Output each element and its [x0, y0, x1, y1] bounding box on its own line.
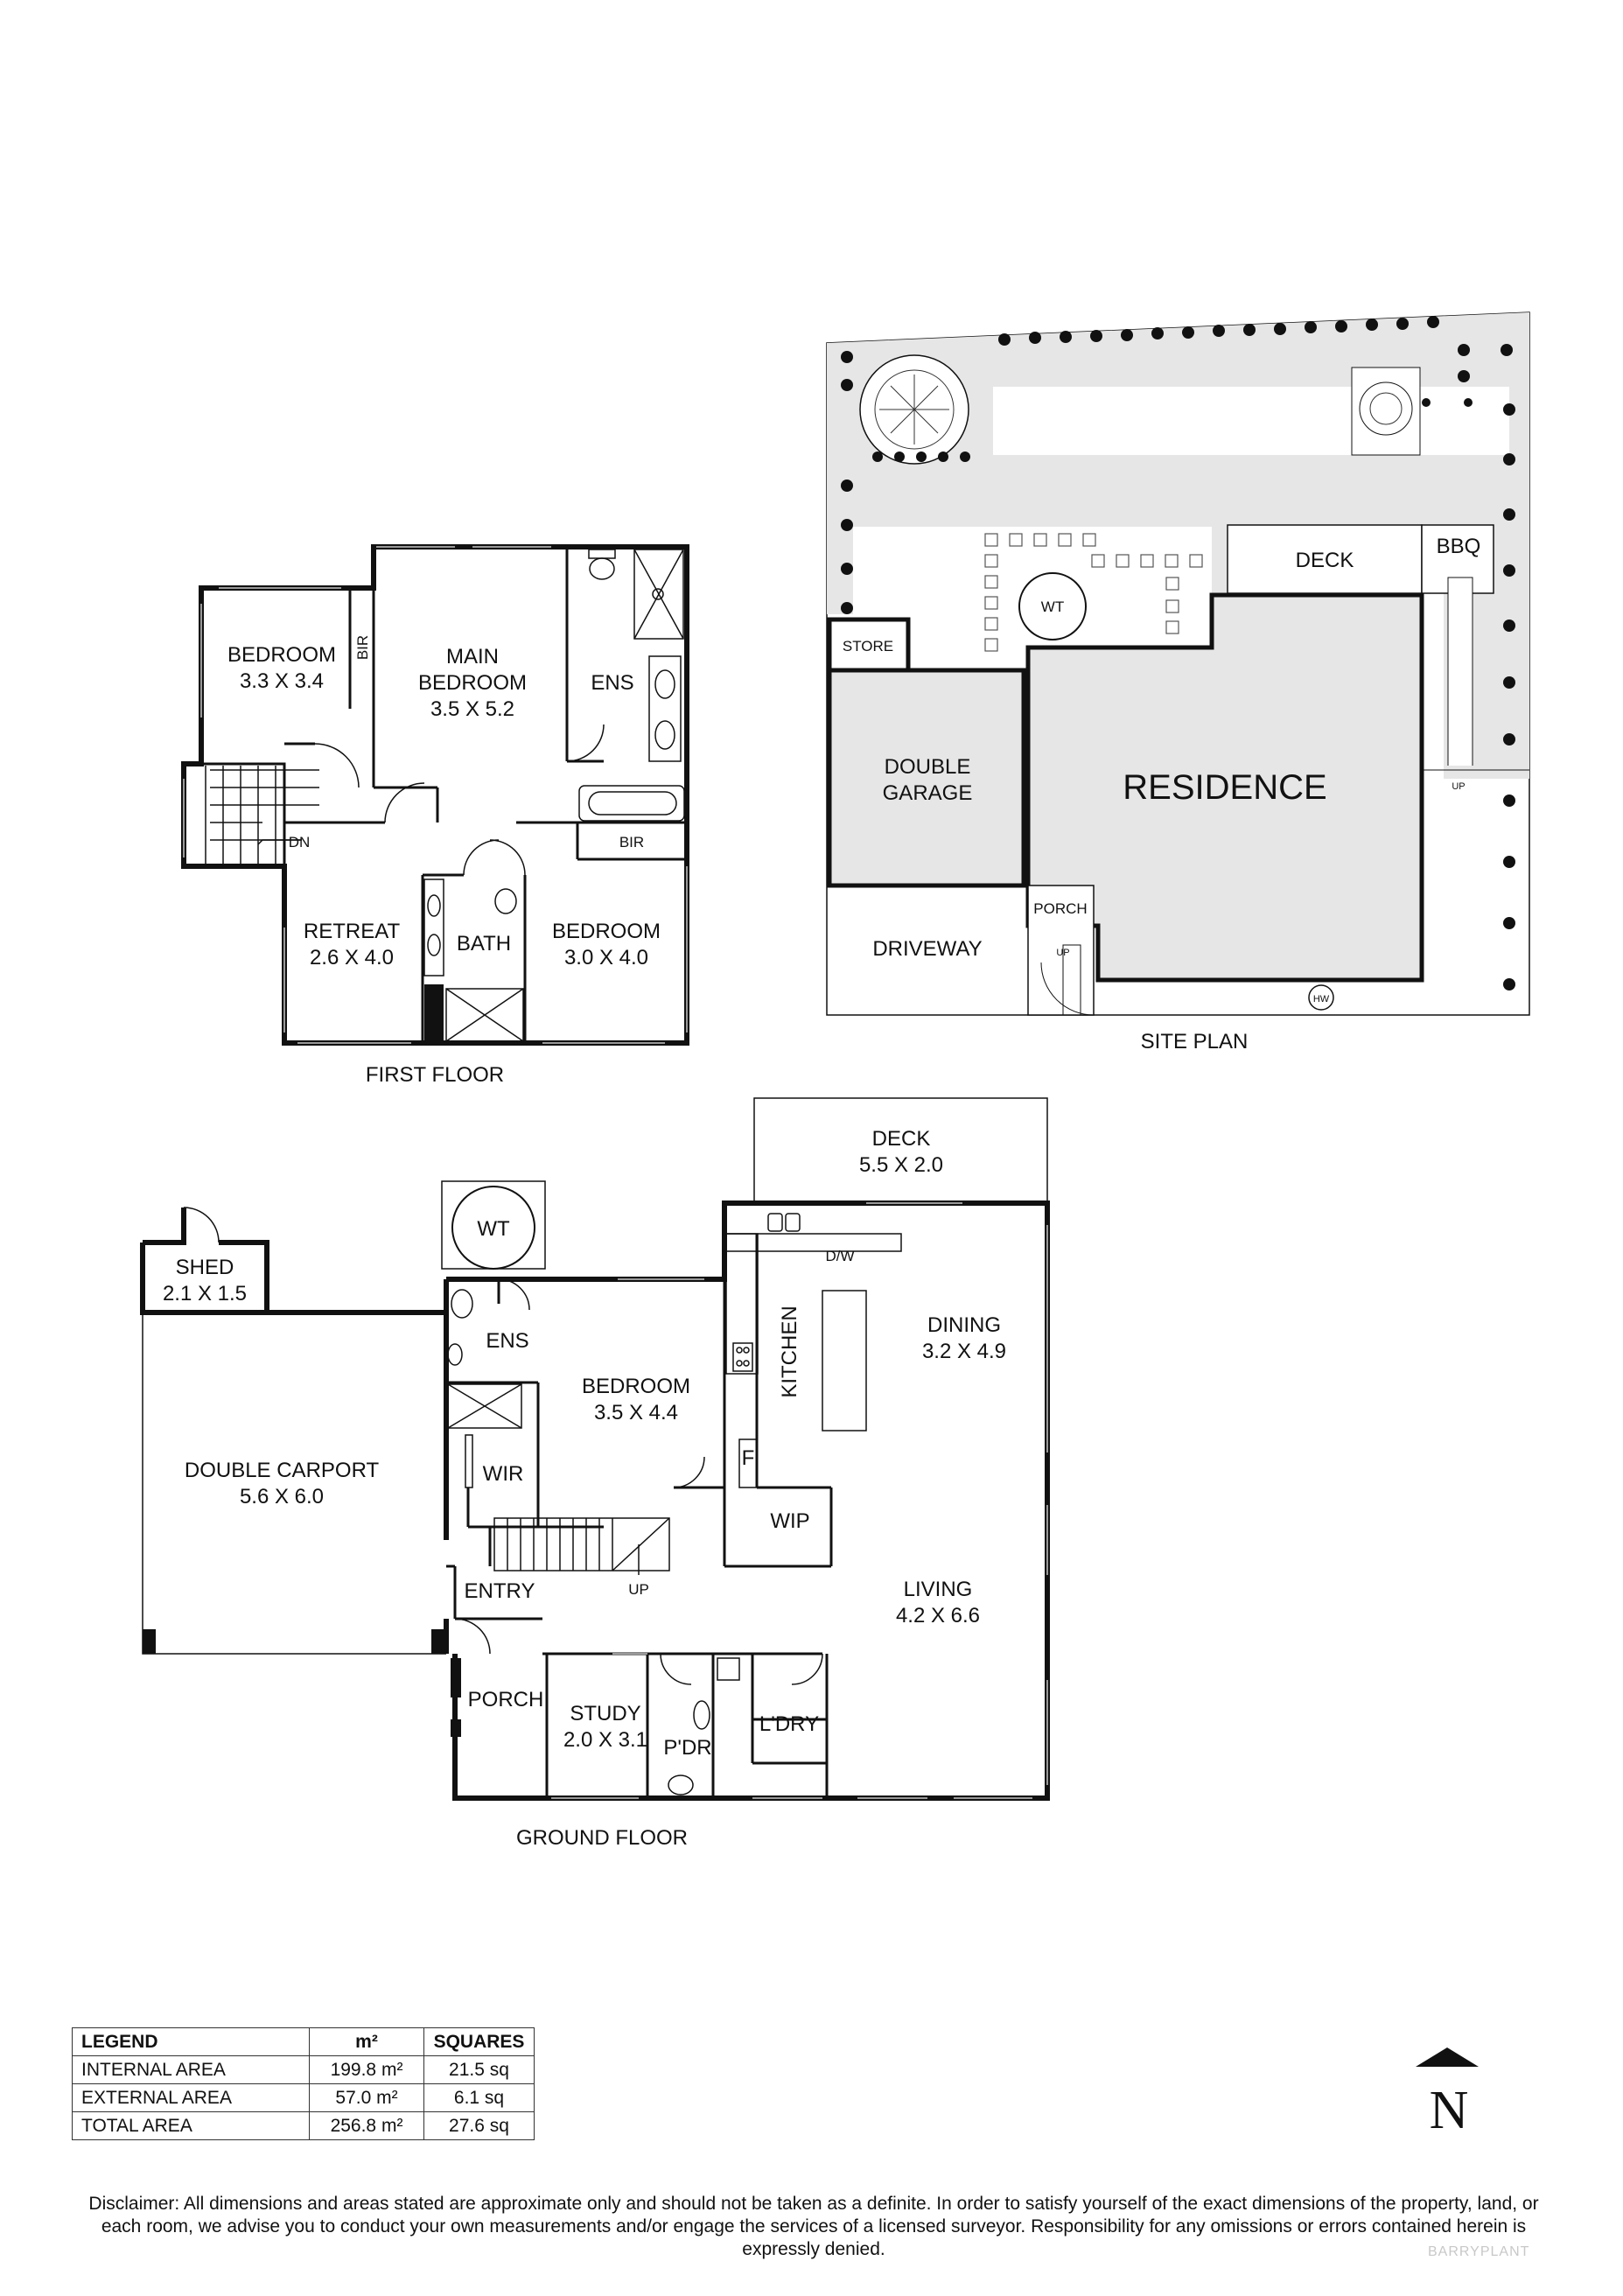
legend-row-label: INTERNAL AREA — [72, 2055, 310, 2084]
site-bbq-label: BBQ — [1437, 535, 1481, 558]
retreat-label: RETREAT — [304, 920, 401, 943]
carport-size: 5.6 X 6.0 — [240, 1485, 324, 1508]
study-size: 2.0 X 3.1 — [563, 1728, 647, 1752]
site-hw-label: HW — [1313, 994, 1330, 1004]
legend-row-m2: 57.0 m² — [309, 2083, 424, 2112]
legend-header-row: LEGEND m² SQUARES — [72, 2027, 535, 2056]
watermark-logo: BARRYPLANT — [1428, 2244, 1530, 2259]
dishwasher-label: D/W — [825, 1248, 854, 1264]
living-size: 4.2 X 6.6 — [896, 1604, 980, 1628]
legend-header-label: LEGEND — [72, 2027, 310, 2056]
legend-row-total: TOTAL AREA 256.8 m² 27.6 sq — [72, 2111, 535, 2140]
shed-label: SHED — [176, 1256, 234, 1279]
dining-label: DINING — [927, 1313, 1001, 1337]
north-arrow: N — [1416, 2048, 1479, 2140]
legend-row-label: EXTERNAL AREA — [72, 2083, 310, 2112]
ground-ens-label: ENS — [486, 1329, 528, 1353]
wir-label: WIR — [483, 1462, 524, 1486]
site-driveway-label: DRIVEWAY — [872, 937, 982, 961]
first-floor-bedroom-2-label: BEDROOM — [552, 920, 661, 943]
ground-deck-size: 5.5 X 2.0 — [859, 1153, 943, 1177]
main-bedroom-label-1: MAIN — [446, 645, 499, 668]
site-residence-label: RESIDENCE — [1123, 768, 1326, 807]
laundry-label: L'DRY — [759, 1712, 819, 1736]
site-deck-label: DECK — [1296, 549, 1354, 572]
ground-bedroom-label: BEDROOM — [582, 1375, 690, 1398]
site-wt-label: WT — [1041, 598, 1064, 615]
entry-label: ENTRY — [465, 1579, 535, 1603]
legend-header-squares: SQUARES — [423, 2027, 535, 2056]
legend-row-sq: 21.5 sq — [423, 2055, 535, 2084]
site-porch-up-label: UP — [1056, 948, 1069, 958]
first-floor-bedroom-1-size: 3.3 X 3.4 — [240, 669, 324, 693]
legend-row-m2: 199.8 m² — [309, 2055, 424, 2084]
disclaimer-text: Disclaimer: All dimensions and areas sta… — [88, 2194, 1539, 2259]
site-store-label: STORE — [843, 638, 893, 654]
legend-row-label: TOTAL AREA — [72, 2111, 310, 2140]
legend-row-sq: 6.1 sq — [423, 2083, 535, 2112]
powder-room-label: P'DR — [663, 1736, 711, 1760]
site-plan-caption: SITE PLAN — [1141, 1030, 1249, 1054]
area-legend-table: LEGEND m² SQUARES INTERNAL AREA 199.8 m²… — [72, 2027, 535, 2140]
site-bbq-up-label: UP — [1452, 781, 1465, 792]
site-porch-label: PORCH — [1033, 900, 1087, 917]
ground-floor-caption: GROUND FLOOR — [516, 1826, 688, 1850]
first-floor-bir-2-label: BIR — [619, 834, 644, 850]
legend-row-external: EXTERNAL AREA 57.0 m² 6.1 sq — [72, 2083, 535, 2112]
ground-porch-label: PORCH — [468, 1688, 544, 1712]
dining-size: 3.2 X 4.9 — [922, 1340, 1006, 1363]
first-floor-bedroom-1-label: BEDROOM — [227, 643, 336, 667]
first-floor-ens-label: ENS — [591, 671, 633, 695]
first-floor-bedroom-2-size: 3.0 X 4.0 — [564, 946, 648, 970]
retreat-size: 2.6 X 4.0 — [310, 946, 394, 970]
fridge-label: F — [742, 1446, 755, 1470]
study-label: STUDY — [570, 1702, 640, 1726]
legend-row-internal: INTERNAL AREA 199.8 m² 21.5 sq — [72, 2055, 535, 2084]
legend-row-m2: 256.8 m² — [309, 2111, 424, 2140]
kitchen-label: KITCHEN — [778, 1306, 801, 1397]
first-floor-bir-1-label: BIR — [354, 635, 371, 660]
living-label: LIVING — [904, 1578, 973, 1601]
north-arrow-icon — [1416, 2048, 1479, 2067]
ground-bedroom-size: 3.5 X 4.4 — [594, 1401, 678, 1424]
wip-label: WIP — [770, 1509, 809, 1533]
site-plan: DECK BBQ STORE WT DOUBLE GARAGE RESIDENC… — [826, 312, 1530, 1054]
north-label: N — [1430, 2081, 1469, 2140]
site-garage-label-1: DOUBLE — [885, 755, 971, 779]
legend-row-sq: 27.6 sq — [423, 2111, 535, 2140]
carport-label: DOUBLE CARPORT — [185, 1459, 380, 1482]
site-garage-label-2: GARAGE — [883, 781, 973, 805]
shed-size: 2.1 X 1.5 — [163, 1282, 247, 1306]
first-floor-caption: FIRST FLOOR — [366, 1063, 504, 1087]
ground-wt-label: WT — [477, 1217, 510, 1241]
ground-floor-plan: DECK 5.5 X 2.0 WT SHED 2.1 X 1.5 D/W KIT… — [140, 1097, 1050, 1850]
ground-deck-label: DECK — [872, 1127, 931, 1151]
legend-header-m2: m² — [309, 2027, 424, 2056]
ground-stairs-up-label: UP — [628, 1581, 649, 1598]
stairs-dn-label: DN — [289, 834, 311, 850]
main-bedroom-size: 3.5 X 5.2 — [430, 697, 514, 721]
first-floor-plan: BEDROOM 3.3 X 3.4 BIR MAIN BEDROOM 3.5 X… — [181, 544, 689, 1087]
main-bedroom-label-2: BEDROOM — [418, 671, 527, 695]
first-floor-bath-label: BATH — [457, 932, 511, 956]
